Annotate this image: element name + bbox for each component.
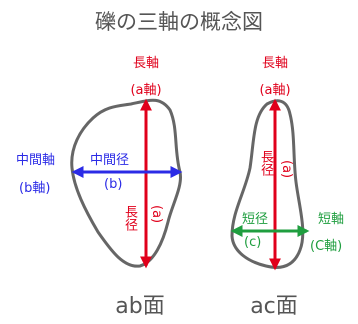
- ab-mid-axis-label: 中間軸: [16, 153, 56, 168]
- ac-short-diameter-sub-label: (c): [244, 235, 262, 250]
- ac-long-axis-sub-label: (a軸): [259, 83, 291, 98]
- ab-face-pebble-outline: [70, 98, 183, 268]
- ab-mid-axis-sub-label: (b軸): [19, 181, 51, 196]
- ac-long-axis-label: 長軸: [261, 56, 288, 71]
- ab-long-axis-label: 長軸: [132, 56, 159, 71]
- ac-face-caption: ac面: [250, 294, 298, 319]
- ab-long-diameter-label: 長径: [122, 205, 137, 231]
- ac-long-diameter-label: 長径: [258, 150, 273, 176]
- ab-face-caption: ab面: [115, 294, 165, 319]
- ac-short-diameter-label: 短径: [242, 212, 269, 227]
- ab-mid-diameter-label: 中間径: [90, 153, 130, 168]
- ac-short-axis-label: 短軸: [318, 212, 345, 227]
- diagram-title: 礫の三軸の概念図: [95, 10, 263, 34]
- ac-long-diameter-sub-label: (a): [279, 160, 294, 179]
- ab-long-diameter-sub-label: (a): [149, 205, 164, 224]
- ab-long-axis-sub-label: (a軸): [130, 83, 162, 98]
- ab-mid-diameter-sub-label: (b): [104, 177, 123, 192]
- ac-face-pebble-outline: [230, 99, 305, 269]
- ac-short-axis-sub-label: (C軸): [310, 239, 343, 254]
